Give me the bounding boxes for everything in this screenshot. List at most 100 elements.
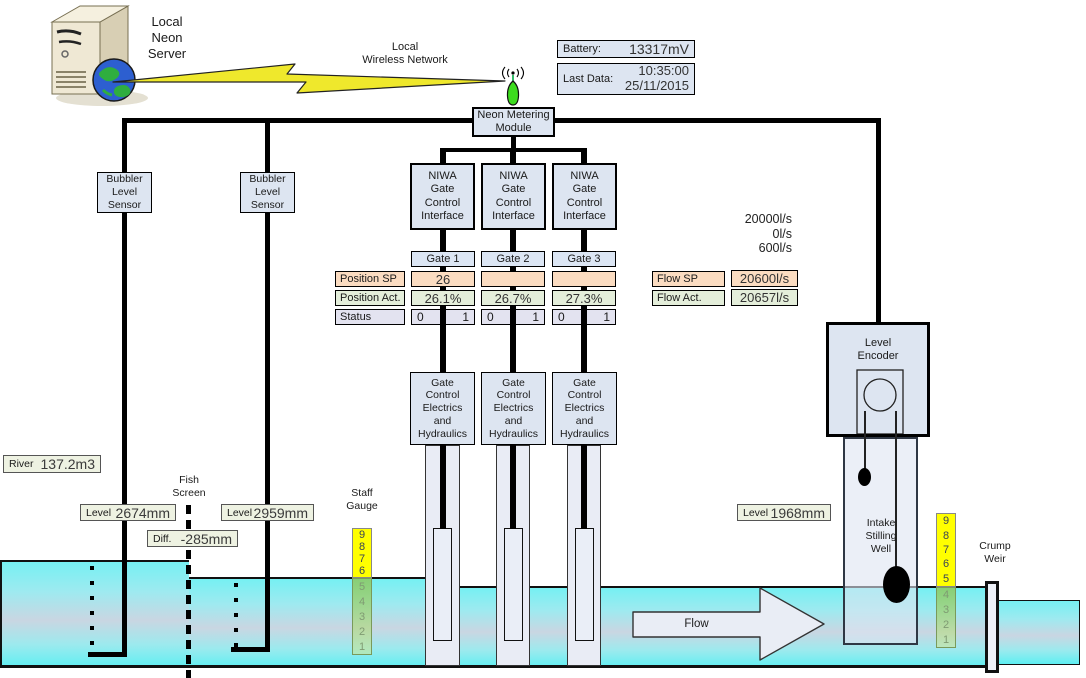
- bubbler2-drop-wire: [265, 118, 270, 173]
- battery-label: Battery:: [563, 43, 601, 55]
- gate2-status-wire: [510, 308, 516, 326]
- level-upstream-label: Level: [86, 506, 112, 519]
- elec3-l4: and: [575, 414, 594, 427]
- gate1-position-sp-field[interactable]: 26: [411, 271, 475, 287]
- counterweight: [858, 468, 871, 486]
- level-downstream-badge: Level 2959mm: [221, 504, 314, 521]
- bubbler1-pipe-elbow: [88, 652, 127, 657]
- channel-bottom-line: [0, 665, 997, 668]
- bubbler1-line3: Sensor: [107, 198, 142, 211]
- bubbler2-line2: Level: [254, 186, 281, 199]
- server-label-line3: Server: [147, 45, 187, 61]
- niwa2-line4: Interface: [492, 209, 535, 222]
- flow-capacity-notes: 20000l/s 0l/s 600l/s: [700, 212, 792, 256]
- flow-note-step: 600l/s: [758, 241, 792, 255]
- gate2-position-sp-field[interactable]: [481, 271, 545, 287]
- last-data-value: 10:35:00 25/11/2015: [624, 63, 689, 94]
- niwa1-line3: Control: [424, 196, 461, 209]
- staff-gauge-right-dry: 9 8 7 6 5: [936, 513, 956, 587]
- niwa2-line3: Control: [495, 196, 532, 209]
- fish-screen-label: Fish Screen: [164, 474, 214, 500]
- niwa2-line2: Gate: [501, 183, 526, 196]
- bubbler-level-sensor-1-box: Bubbler Level Sensor: [97, 172, 152, 213]
- elec1-l2: Control: [425, 389, 460, 402]
- gate3-position-act-value: 27.3%: [565, 290, 603, 306]
- battery-value: 13317mV: [629, 41, 689, 57]
- flow-arrow-label: Flow: [633, 612, 760, 637]
- river-total-badge: River 137.2m3: [3, 455, 101, 473]
- lightning-bolt-icon: [112, 63, 506, 94]
- flow-act-field: 20657l/s: [731, 289, 798, 306]
- last-data-date: 25/11/2015: [624, 78, 689, 93]
- level-downstream-label: Level: [227, 506, 253, 519]
- flow-act-label-text: Flow Act.: [657, 292, 702, 304]
- gate1-stem: [440, 445, 446, 529]
- encoder-line2: Encoder: [857, 350, 899, 363]
- stilling-well-label: Intake Stilling Well: [851, 517, 911, 555]
- gaugeL-7: 7: [358, 553, 366, 565]
- stilling-well: [843, 437, 918, 645]
- gaugeR-5: 5: [942, 572, 950, 585]
- crump-weir-line2: Weir: [984, 552, 1006, 565]
- encoder-drop-wire: [876, 118, 881, 324]
- gate2-stem: [510, 445, 516, 529]
- level-diff-value: -285mm: [180, 530, 232, 547]
- neon-metering-module-box: Neon Metering Module: [472, 107, 555, 137]
- bubbler1-bubbles: [90, 566, 94, 650]
- gaugeR-4: 4: [942, 589, 950, 602]
- server-label: Local Neon Server: [128, 14, 206, 62]
- float: [883, 566, 910, 603]
- wireless-antenna-icon: [501, 66, 525, 106]
- water-upstream-pool: [0, 560, 189, 668]
- encoder-pulley-icon: [856, 369, 904, 434]
- staff-gauge-label: Staff Gauge: [337, 487, 387, 513]
- last-data-label: Last Data:: [563, 73, 614, 85]
- gaugeL-6: 6: [358, 565, 366, 577]
- niwa-gate-interface-3-box: NIWA Gate Control Interface: [552, 163, 617, 230]
- gaugeL-8: 8: [358, 541, 366, 553]
- water-downstream-pool: [997, 600, 1080, 665]
- flow-sp-field[interactable]: 20600l/s: [731, 270, 798, 287]
- gate2-position-act-field: 26.7%: [481, 290, 545, 306]
- elec3-l3: Electrics: [564, 402, 605, 415]
- gate1-status-wire: [440, 308, 446, 326]
- elec3-l1: Gate: [573, 376, 596, 389]
- level-downstream-value: 2959mm: [253, 504, 308, 521]
- bubbler1-line1: Bubbler: [106, 173, 143, 186]
- gate1-status-1: 1: [462, 310, 469, 324]
- level-diff-badge: Diff. -285mm: [147, 530, 238, 547]
- staff-gauge-right-wet: 4 3 2 1: [936, 587, 956, 648]
- gaugeR-7: 7: [942, 543, 950, 556]
- gaugeR-2: 2: [942, 618, 950, 631]
- status-row-label: Status: [335, 309, 405, 325]
- server-icon: [50, 5, 148, 106]
- river-value: 137.2m3: [40, 456, 95, 472]
- elec1-l4: and: [433, 414, 452, 427]
- river-label: River: [9, 458, 34, 470]
- gate3-position-act-field: 27.3%: [552, 290, 616, 306]
- elec1-l5: Hydraulics: [417, 427, 467, 440]
- bubbler2-pipe: [265, 212, 270, 652]
- elec2-l3: Electrics: [493, 402, 534, 415]
- gaugeR-6: 6: [942, 558, 950, 571]
- server-label-line2: Neon: [151, 29, 183, 45]
- staff-gauge-left-wet: 5 4 3 2 1: [352, 578, 372, 655]
- bubbler2-pipe-elbow: [231, 647, 270, 652]
- staff-gauge-left-dry: 9 8 7 6: [352, 528, 372, 578]
- gate1-position-act-field: 26.1%: [411, 290, 475, 306]
- bubbler-level-sensor-2-box: Bubbler Level Sensor: [240, 172, 295, 213]
- crump-weir-label: Crump Weir: [966, 540, 1024, 566]
- staff-gauge-line1: Staff: [351, 487, 373, 499]
- gate3-position-sp-field[interactable]: [552, 271, 616, 287]
- flow-sp-value: 20600l/s: [739, 271, 790, 286]
- niwa3-line4: Interface: [563, 209, 606, 222]
- level-upstream-value: 2674mm: [115, 504, 170, 521]
- elec3-l5: Hydraulics: [559, 427, 609, 440]
- bubbler1-pipe: [122, 212, 127, 657]
- well-line3: Well: [870, 542, 892, 555]
- wireless-network-label: Local Wireless Network: [340, 41, 470, 68]
- elec2-l5: Hydraulics: [488, 427, 538, 440]
- bubbler1-line2: Level: [111, 186, 138, 199]
